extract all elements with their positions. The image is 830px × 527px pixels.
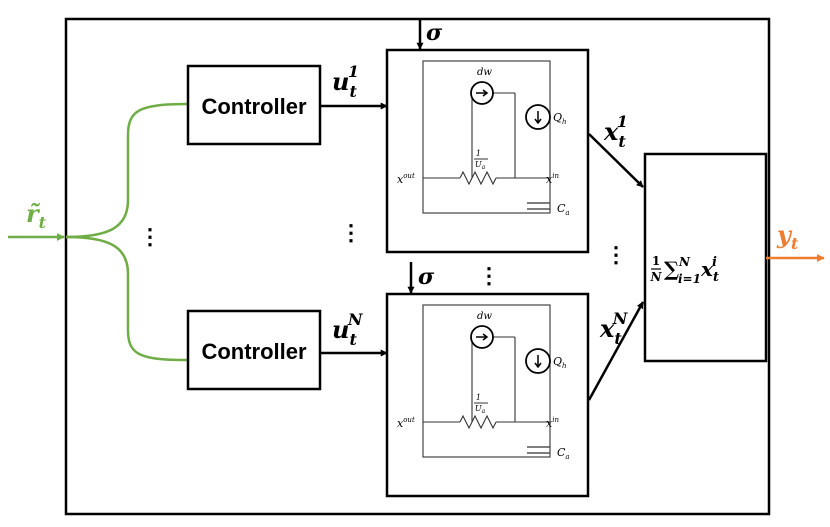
agg-frac-num: 1 (652, 254, 660, 268)
vdots-controllers: ⋮ (139, 224, 161, 250)
xin-label-bottom: xin (546, 416, 559, 430)
controller-bottom-box (186, 309, 322, 391)
plant-block-bottom: dw Qh 1 Ua xout xin Ca (385, 292, 590, 498)
qh-label-top: Qh (553, 111, 567, 126)
heat-source-top-icon (525, 104, 551, 130)
arrow-x-top (588, 133, 644, 188)
qh-label-bottom: Qh (553, 355, 567, 370)
input-label: r̃t (26, 199, 47, 232)
sigma-bottom-label: σ (418, 264, 435, 290)
xout-label-bottom: xout (397, 416, 415, 430)
aggregator-formula: 1 N ∑ N i=1 xti (650, 254, 719, 286)
vdots-middle: ⋮ (340, 220, 362, 246)
agg-var: xti (700, 255, 719, 285)
dw-label-top: dw (477, 67, 492, 78)
input-fork-bottom (65, 235, 189, 362)
outer-frame (64, 17, 771, 516)
arrow-x-bottom (587, 301, 645, 401)
controller-top-label: Controller (201, 94, 307, 119)
agg-frac-den: N (650, 270, 663, 284)
agg-sum: ∑ (664, 257, 679, 281)
current-source-bottom-icon (470, 325, 494, 349)
input-label-sub: t (39, 213, 47, 232)
controller-bottom-label: Controller (201, 339, 307, 364)
ca-label-bottom: Ca (557, 446, 570, 461)
current-source-top-icon (470, 81, 494, 105)
u-top-label: ut1 (332, 62, 359, 101)
controller-top-box (186, 64, 322, 146)
input-fork-top (65, 102, 189, 239)
plant-block-top: dw Qh 1 Ua xout xin Ca (385, 48, 590, 254)
u-bottom-label: utN (332, 310, 364, 349)
x-bottom-label: xtN (599, 309, 629, 348)
x-top-label: xt1 (603, 112, 628, 151)
agg-sum-lower: i=1 (678, 272, 701, 286)
sigma-top-label: σ (426, 20, 443, 46)
xin-label-top: xin (546, 172, 559, 186)
output-label: yt (776, 220, 799, 253)
output-label-sub: t (791, 234, 799, 253)
dw-label-bottom: dw (477, 311, 492, 322)
xout-label-top: xout (397, 172, 415, 186)
resistor-label-top: 1 Ua (475, 141, 486, 171)
vdots-sigma: ⋮ (478, 263, 500, 289)
ca-label-top: Ca (557, 202, 570, 217)
agg-sum-upper: N (678, 255, 691, 269)
heat-source-bottom-icon (525, 348, 551, 374)
vdots-right: ⋮ (605, 242, 627, 268)
resistor-label-bottom: 1 Ua (475, 385, 486, 415)
aggregator-box (643, 152, 768, 363)
